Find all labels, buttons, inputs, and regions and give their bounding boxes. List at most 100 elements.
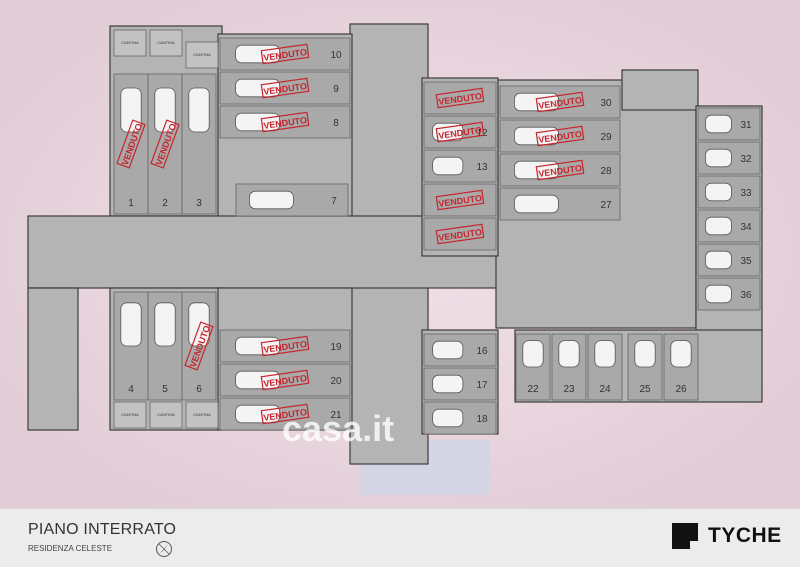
space-number: 18 bbox=[476, 414, 488, 425]
space-number: 31 bbox=[740, 120, 752, 131]
sold-stamp: VENDUTO bbox=[535, 91, 585, 113]
space-number: 1 bbox=[128, 198, 134, 209]
parking-space-29: 29 bbox=[499, 119, 621, 153]
space-number: 5 bbox=[162, 384, 168, 395]
sold-stamp: VENDUTO bbox=[260, 335, 310, 357]
parking-space-33: 33 bbox=[697, 175, 761, 209]
sold-stamp: VENDUTO bbox=[260, 111, 310, 133]
sold-stamp: VENDUTO bbox=[260, 43, 310, 65]
sold-stamp: VENDUTO bbox=[535, 125, 585, 147]
parking-space-10: 10 bbox=[219, 37, 351, 71]
space-number: 17 bbox=[476, 380, 488, 391]
space-number: 30 bbox=[600, 98, 612, 109]
space-number: 28 bbox=[600, 166, 612, 177]
parking-space-13: 13 bbox=[423, 149, 497, 183]
parking-space-3: 3 bbox=[181, 73, 217, 215]
parking-space-12: 12 bbox=[423, 115, 497, 149]
storage-room bbox=[149, 29, 183, 57]
sold-stamp: VENDUTO bbox=[260, 77, 310, 99]
parking-space-2: 2 bbox=[147, 73, 183, 215]
parking-space-6: 6 bbox=[181, 291, 217, 401]
compass-icon bbox=[156, 541, 172, 557]
parking-space-22: 22 bbox=[515, 333, 551, 401]
parking-space-21: 21 bbox=[219, 397, 351, 431]
space-number: 22 bbox=[527, 384, 539, 395]
space-number: 35 bbox=[740, 256, 752, 267]
parking-space-9: 9 bbox=[219, 71, 351, 105]
space-number: 26 bbox=[675, 384, 687, 395]
space-number: 27 bbox=[600, 200, 612, 211]
storage-room bbox=[185, 41, 219, 69]
space-number: 16 bbox=[476, 346, 488, 357]
parking-space-19: 19 bbox=[219, 329, 351, 363]
page-title: PIANO INTERRATO bbox=[28, 521, 177, 538]
space-number: 19 bbox=[330, 342, 342, 353]
sold-stamps: VENDUTO VENDUTO VENDUTO VENDUTO VENDUTO VENDU… bbox=[116, 43, 585, 425]
storage-label: CANTINA bbox=[193, 412, 211, 417]
watermark: casa.it bbox=[282, 408, 395, 449]
sold-stamp: VENDUTO bbox=[435, 223, 485, 245]
space-number: 20 bbox=[330, 376, 342, 387]
parking-space-7: 7 bbox=[235, 183, 349, 217]
parking-space-23: 23 bbox=[551, 333, 587, 401]
parking-space-36: 36 bbox=[697, 277, 761, 311]
space-number: 8 bbox=[333, 118, 339, 129]
sold-stamp: VENDUTO bbox=[435, 121, 485, 143]
parking-space-20: 20 bbox=[219, 363, 351, 397]
stairs-right bbox=[621, 69, 699, 111]
space-number: 10 bbox=[330, 50, 342, 61]
space-number: 4 bbox=[128, 384, 134, 395]
storage-room bbox=[149, 401, 183, 429]
parking-space bbox=[423, 217, 497, 251]
brand-square-icon bbox=[672, 523, 698, 549]
space-number: 24 bbox=[599, 384, 611, 395]
brand-logo: TYCHE bbox=[672, 523, 782, 549]
parking-space-34: 34 bbox=[697, 209, 761, 243]
storage-label: CANTINA bbox=[157, 40, 175, 45]
space-number: 7 bbox=[331, 196, 337, 207]
brand-name: TYCHE bbox=[708, 524, 782, 547]
ramp-west bbox=[27, 287, 79, 431]
sold-stamp: VENDUTO bbox=[435, 87, 485, 109]
space-number: 9 bbox=[333, 84, 339, 95]
space-number: 12 bbox=[476, 128, 488, 139]
page-subtitle: RESIDENZA CELESTE bbox=[28, 544, 113, 553]
storage-label: CANTINA bbox=[157, 412, 175, 417]
sold-stamp: VENDUTO bbox=[260, 403, 310, 425]
parking-space-17: 17 bbox=[423, 367, 497, 401]
parking-space-5: 5 bbox=[147, 291, 183, 401]
space-number: 25 bbox=[639, 384, 651, 395]
storage-room bbox=[113, 401, 147, 429]
parking-space-32: 32 bbox=[697, 141, 761, 175]
space-number: 34 bbox=[740, 222, 752, 233]
parking-space-16: 16 bbox=[423, 333, 497, 367]
storage-label: CANTINA bbox=[121, 40, 139, 45]
space-number: 29 bbox=[600, 132, 612, 143]
parking-space-26: 26 bbox=[663, 333, 699, 401]
storage-room bbox=[113, 29, 147, 57]
parking-space-25: 25 bbox=[627, 333, 663, 401]
space-number: 6 bbox=[196, 384, 202, 395]
space-number: 33 bbox=[740, 188, 752, 199]
sold-stamp: VENDUTO bbox=[535, 159, 585, 181]
space-number: 23 bbox=[563, 384, 575, 395]
parking-space bbox=[423, 81, 497, 115]
sold-stamp: VENDUTO bbox=[435, 189, 485, 211]
space-number: 36 bbox=[740, 290, 752, 301]
parking-space bbox=[423, 183, 497, 217]
parking-space-31: 31 bbox=[697, 107, 761, 141]
parking-space-27: 27 bbox=[499, 187, 621, 221]
storage-room bbox=[185, 401, 219, 429]
parking-space-24: 24 bbox=[587, 333, 623, 401]
parking-space-18: 18 bbox=[423, 401, 497, 435]
storage-label: CANTINA bbox=[121, 412, 139, 417]
space-number: 3 bbox=[196, 198, 202, 209]
parking-space-35: 35 bbox=[697, 243, 761, 277]
space-number: 32 bbox=[740, 154, 752, 165]
parking-space-4: 4 bbox=[113, 291, 149, 401]
parking-space-1: 1 bbox=[113, 73, 149, 215]
sold-stamp: VENDUTO bbox=[260, 369, 310, 391]
